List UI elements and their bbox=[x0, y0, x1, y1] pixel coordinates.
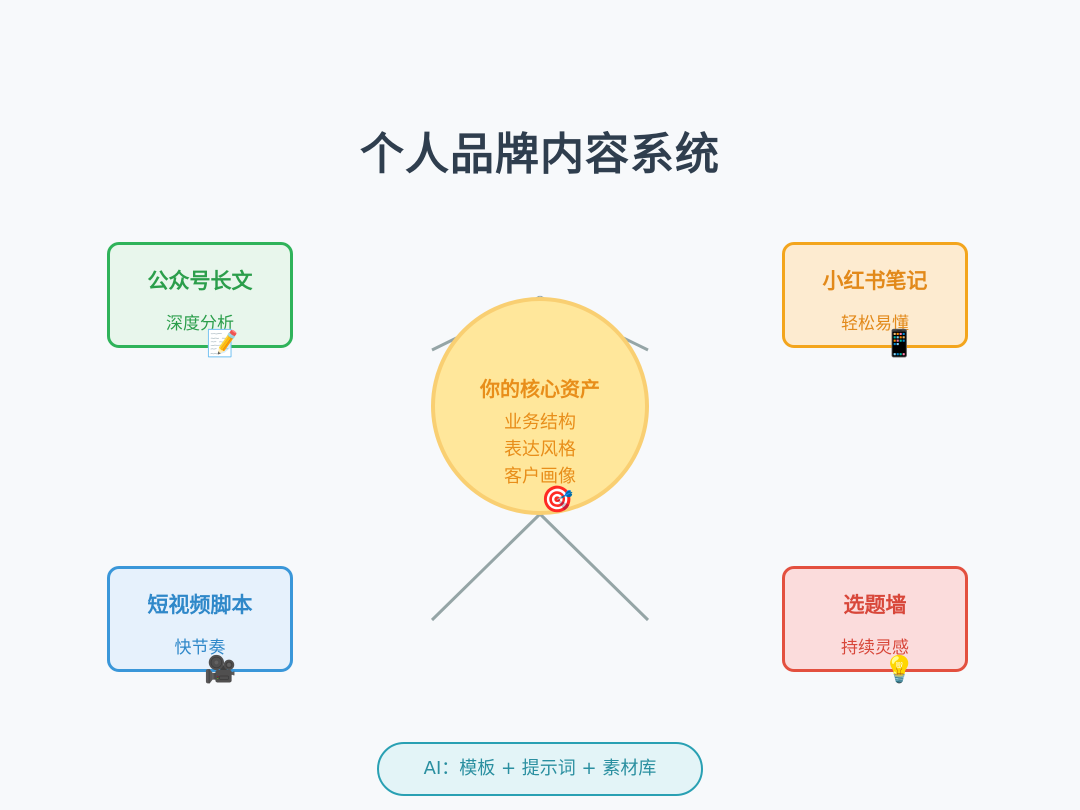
memo-icon: 📝 bbox=[206, 329, 239, 359]
card-heading: 短视频脚本 bbox=[147, 593, 253, 617]
card-heading: 小红书笔记 bbox=[822, 269, 928, 293]
movie-camera-icon: 🎥 bbox=[204, 655, 237, 685]
card-short-video-script: 短视频脚本 快节奏 🎥 bbox=[107, 566, 293, 683]
core-assets-circle: 你的核心资产 业务结构 表达风格 客户画像 🎯 bbox=[431, 297, 649, 515]
lightbulb-icon: 💡 bbox=[883, 655, 916, 685]
card-subtitle: 轻松易懂 bbox=[841, 314, 909, 334]
card-heading: 公众号长文 bbox=[147, 269, 253, 293]
core-item: 业务结构 bbox=[504, 412, 576, 433]
core-item: 客户画像 bbox=[504, 466, 576, 487]
ai-tools-pill: AI：模板 + 提示词 + 素材库 bbox=[377, 742, 703, 796]
core-heading: 你的核心资产 bbox=[480, 377, 600, 401]
phone-icon: 📱 bbox=[883, 329, 916, 359]
card-heading: 选题墙 bbox=[843, 593, 907, 617]
connector-bottom-right bbox=[538, 512, 650, 622]
diagram-title: 个人品牌内容系统 bbox=[360, 129, 720, 180]
core-item: 表达风格 bbox=[504, 439, 576, 460]
card-subtitle: 快节奏 bbox=[174, 638, 226, 658]
core-items: 业务结构 表达风格 客户画像 bbox=[435, 409, 645, 490]
card-wechat-article: 公众号长文 深度分析 📝 bbox=[107, 242, 293, 357]
card-subtitle: 持续灵感 bbox=[841, 638, 909, 658]
target-icon: 🎯 bbox=[541, 485, 574, 515]
card-xiaohongshu-note: 小红书笔记 轻松易懂 📱 bbox=[782, 242, 968, 357]
card-subtitle: 深度分析 bbox=[166, 314, 234, 334]
connector-bottom-left bbox=[430, 512, 542, 622]
card-topic-wall: 选题墙 持续灵感 💡 bbox=[782, 566, 968, 683]
